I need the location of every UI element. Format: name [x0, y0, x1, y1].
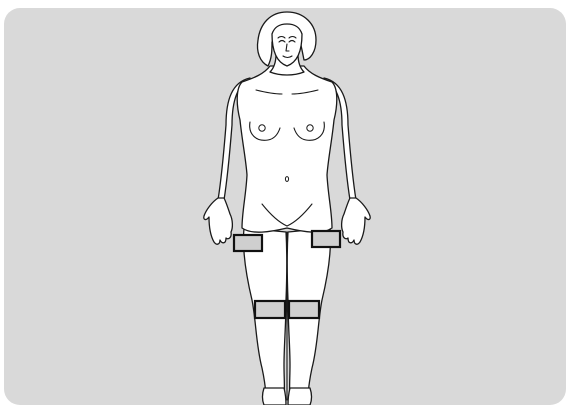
marker-left-knee: [289, 301, 319, 318]
right-foot: [263, 388, 287, 405]
marker-right-knee: [255, 301, 285, 318]
nipple-right: [259, 125, 265, 131]
nipple-left: [307, 125, 313, 131]
marker-left-upper-thigh: [312, 231, 340, 247]
right-hand: [204, 198, 233, 244]
marker-right-upper-thigh: [234, 235, 262, 251]
left-foot: [288, 388, 312, 405]
left-hand: [342, 198, 371, 244]
navel: [285, 177, 288, 182]
torso: [237, 66, 337, 232]
